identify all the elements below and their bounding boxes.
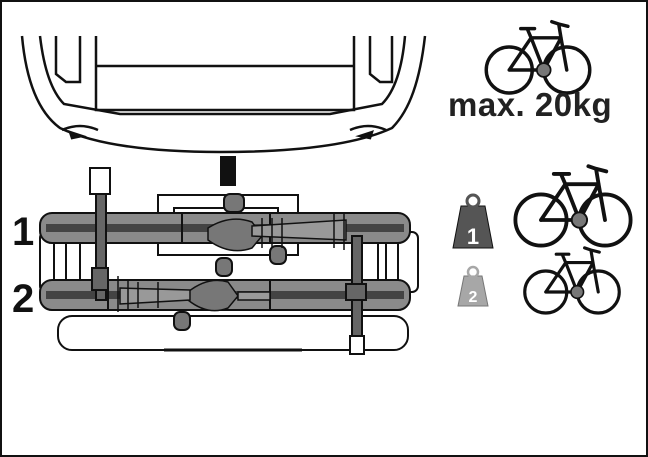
tow-bar — [220, 156, 236, 186]
bicycle-small-icon — [523, 246, 621, 315]
position-2-label: 2 — [12, 277, 35, 321]
bicycle-large-icon — [513, 164, 633, 248]
wheel-holders — [119, 218, 347, 312]
position-1-label: 1 — [12, 210, 35, 254]
strap-lines — [117, 212, 345, 312]
weight-2-icon: 2 — [457, 265, 489, 307]
bicycle-icon — [484, 19, 592, 95]
weight-1-icon: 1 — [452, 193, 494, 249]
max-load-label: max. 20kg — [448, 86, 613, 123]
svg-text:1: 1 — [467, 224, 479, 249]
car-rear-icon — [20, 35, 427, 154]
bike-rack-icon — [39, 167, 419, 355]
svg-text:2: 2 — [469, 289, 478, 306]
